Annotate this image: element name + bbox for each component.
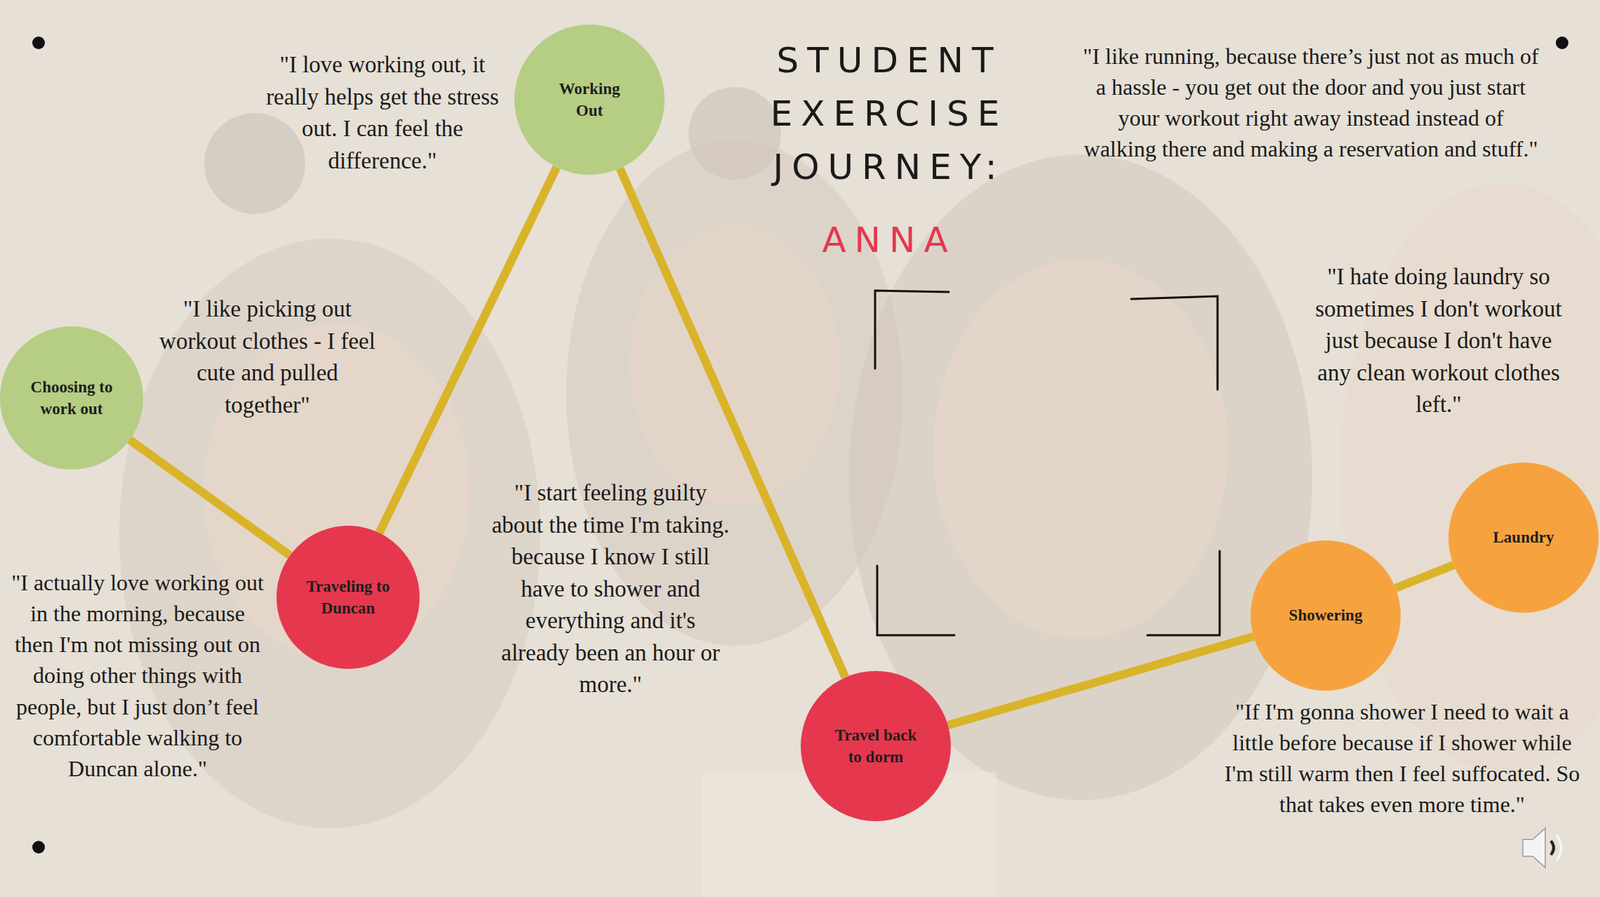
quote-text: "I actually love working out in the morn… xyxy=(9,567,266,784)
journey-connector xyxy=(129,440,291,556)
journey-connector xyxy=(948,636,1254,725)
quote-text: "I like picking out workout clothes - I … xyxy=(155,293,380,422)
stage-label: Laundry xyxy=(1470,526,1577,549)
corner-dot xyxy=(32,36,45,50)
journey-stage-circle: Choosing to work out xyxy=(0,326,144,470)
speaker-body xyxy=(1522,828,1546,868)
quote-text: "I hate doing laundry so sometimes I don… xyxy=(1312,261,1565,422)
focus-brackets xyxy=(875,290,1220,636)
quote-text: "If I'm gonna shower I need to wait a li… xyxy=(1219,696,1585,821)
journey-name: ANNA xyxy=(730,218,1040,262)
bracket-corner xyxy=(1131,296,1218,390)
stage-label: Working Out xyxy=(543,77,636,122)
journey-stage-circle: Traveling to Duncan xyxy=(276,525,420,669)
bracket-corner xyxy=(875,290,949,369)
quote-text: "I love working out, it really helps get… xyxy=(263,49,502,177)
journey-connector xyxy=(379,167,558,533)
corner-dot xyxy=(32,840,45,854)
journey-stage-circle: Travel back to dorm xyxy=(800,670,951,822)
stage-label: Traveling to Duncan xyxy=(302,575,394,619)
stage-label: Showering xyxy=(1272,604,1379,626)
journey-stage-circle: Showering xyxy=(1250,540,1401,691)
journey-connector xyxy=(1395,564,1455,589)
stage-label: Travel back to dorm xyxy=(826,724,925,768)
photo-face-shape xyxy=(933,259,1229,639)
photo-ear-shape xyxy=(204,112,306,215)
stage-label: Choosing to work out xyxy=(25,376,118,420)
diagram-title: STUDENT EXERCISE JOURNEY: xyxy=(730,33,1040,194)
photo-hair-shape xyxy=(566,140,904,646)
journey-stage-circle: Laundry xyxy=(1448,462,1599,613)
speaker-wave xyxy=(1550,840,1554,855)
journey-stage-circle: Working Out xyxy=(514,24,665,175)
bracket-corner xyxy=(877,565,955,636)
speaker-wave xyxy=(1556,835,1562,861)
bracket-corner xyxy=(1147,550,1220,636)
corner-dot xyxy=(1555,36,1569,50)
speaker-icon xyxy=(1522,828,1562,868)
quote-text: "I start feeling guilty about the time I… xyxy=(491,477,730,702)
quote-text: "I like running, because there’s just no… xyxy=(1082,40,1539,165)
